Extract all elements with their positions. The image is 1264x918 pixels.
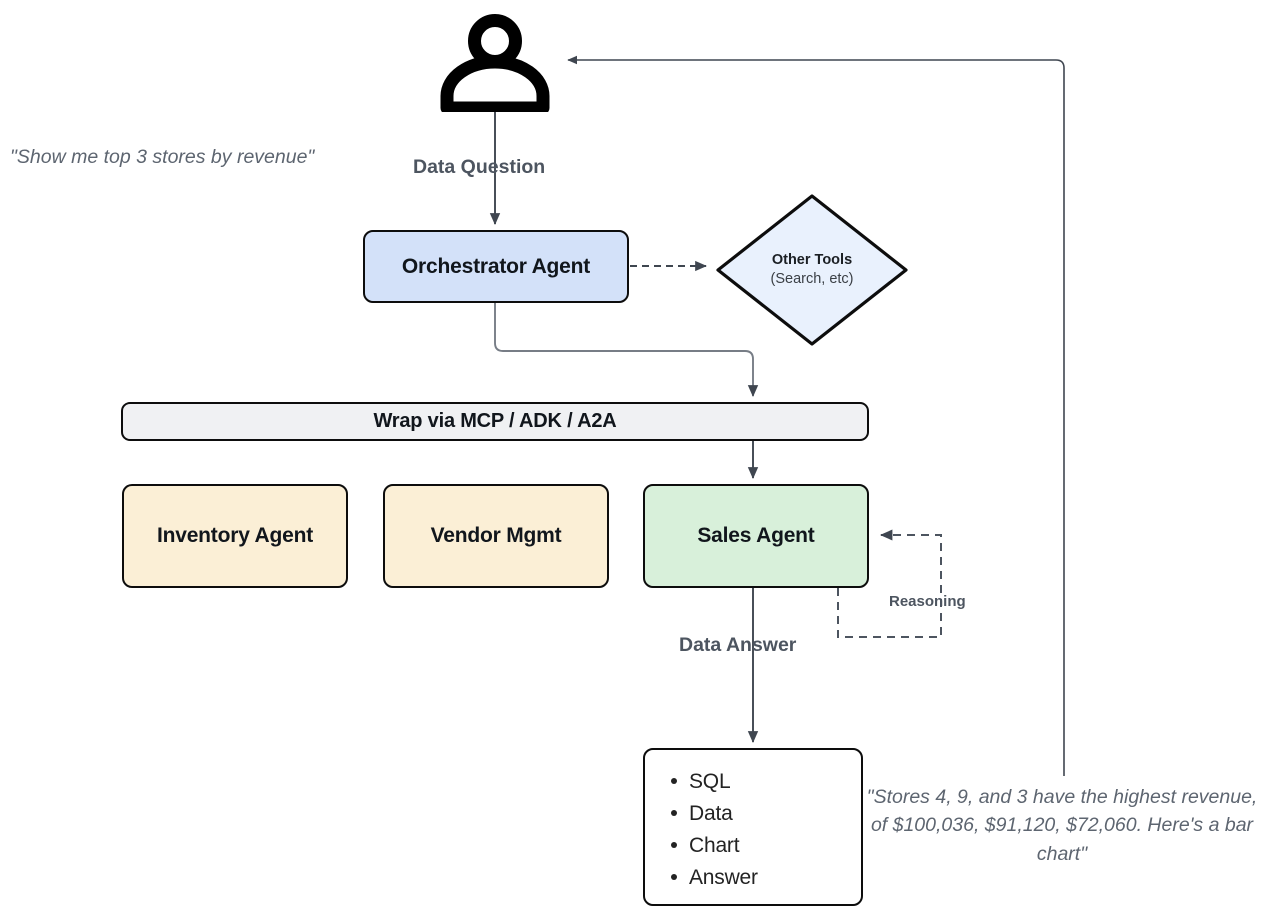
node-orchestrator-agent-label: Orchestrator Agent [401, 254, 591, 278]
node-inventory-agent[interactable]: Inventory Agent [122, 484, 348, 588]
node-vendor-mgmt[interactable]: Vendor Mgmt [383, 484, 609, 588]
output-artifact-item: Data [671, 798, 861, 830]
node-inventory-agent-label: Inventory Agent [156, 524, 314, 547]
output-artifact-item: Chart [671, 830, 861, 862]
edge-label-reasoning: Reasoning [889, 593, 966, 610]
node-vendor-mgmt-label: Vendor Mgmt [430, 524, 562, 547]
node-sales-agent[interactable]: Sales Agent [643, 484, 869, 588]
node-other-tools-label: Other Tools [771, 252, 853, 269]
node-other-tools-sublabel: (Search, etc) [770, 271, 854, 287]
node-sales-agent-label: Sales Agent [697, 524, 815, 547]
node-mcp-wrapper-bar-label: Wrap via MCP / ADK / A2A [373, 410, 617, 432]
output-artifact-item: Answer [671, 862, 861, 894]
person-icon [440, 10, 552, 115]
node-orchestrator-agent[interactable]: Orchestrator Agent [363, 230, 629, 303]
edge-label-data-question: Data Question [413, 156, 546, 178]
final-answer-annotation: "Stores 4, 9, and 3 have the highest rev… [866, 786, 1258, 865]
node-other-tools-labels: Other Tools (Search, etc) [712, 190, 912, 350]
edge-label-data-answer: Data Answer [679, 634, 797, 656]
node-mcp-wrapper-bar[interactable]: Wrap via MCP / ADK / A2A [121, 402, 869, 441]
node-other-tools[interactable]: Other Tools (Search, etc) [712, 190, 912, 350]
user-question-annotation: "Show me top 3 stores by revenue" [10, 146, 315, 168]
output-artifact-item: SQL [671, 766, 861, 798]
